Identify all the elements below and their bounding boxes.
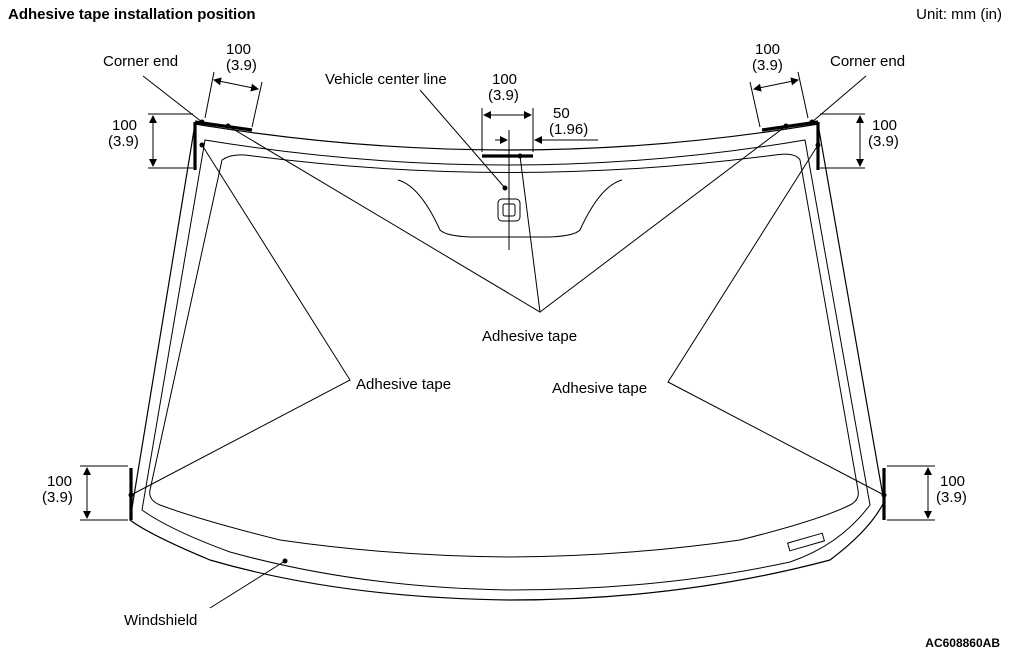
label-vehicle-center-line: Vehicle center line	[325, 71, 447, 88]
dim-right-corner-in: (3.9)	[868, 133, 899, 150]
dim-right-corner-mm: 100	[872, 117, 897, 134]
windshield-outer-edge	[129, 123, 885, 601]
label-adhesive-tape-center: Adhesive tape	[482, 328, 577, 345]
dim-center-mm: 100	[492, 71, 517, 88]
dim-50-in: (1.96)	[549, 121, 588, 138]
dim-bottom-left-mm: 100	[47, 473, 72, 490]
label-windshield: Windshield	[124, 612, 197, 629]
page-title: Adhesive tape installation position	[8, 6, 256, 23]
label-adhesive-tape-right: Adhesive tape	[552, 380, 647, 397]
dim-bottom-right-in: (3.9)	[936, 489, 967, 506]
glass-visible-area	[149, 153, 859, 558]
label-corner-end-right: Corner end	[830, 53, 905, 70]
tape-top-left-corner	[193, 120, 253, 170]
dim-center-in: (3.9)	[488, 87, 519, 104]
dim-left-corner-in: (3.9)	[108, 133, 139, 150]
dim-top-right-mm: 100	[755, 41, 780, 58]
dim-bottom-right-mm: 100	[940, 473, 965, 490]
label-corner-end-left: Corner end	[103, 53, 178, 70]
dim-50-mm: 50	[553, 105, 570, 122]
mirror-area	[397, 179, 623, 238]
windshield-inner-edge	[141, 139, 871, 591]
dim-top-left-in: (3.9)	[226, 57, 257, 74]
figure-code: AC608860AB	[925, 636, 1000, 650]
dim-bottom-left-in: (3.9)	[42, 489, 73, 506]
dim-left-corner-mm: 100	[112, 117, 137, 134]
bottom-strip	[786, 532, 826, 552]
label-adhesive-tape-left: Adhesive tape	[356, 376, 451, 393]
dim-top-left-mm: 100	[226, 41, 251, 58]
dim-top-right-in: (3.9)	[752, 57, 783, 74]
unit-label: Unit: mm (in)	[916, 6, 1002, 23]
